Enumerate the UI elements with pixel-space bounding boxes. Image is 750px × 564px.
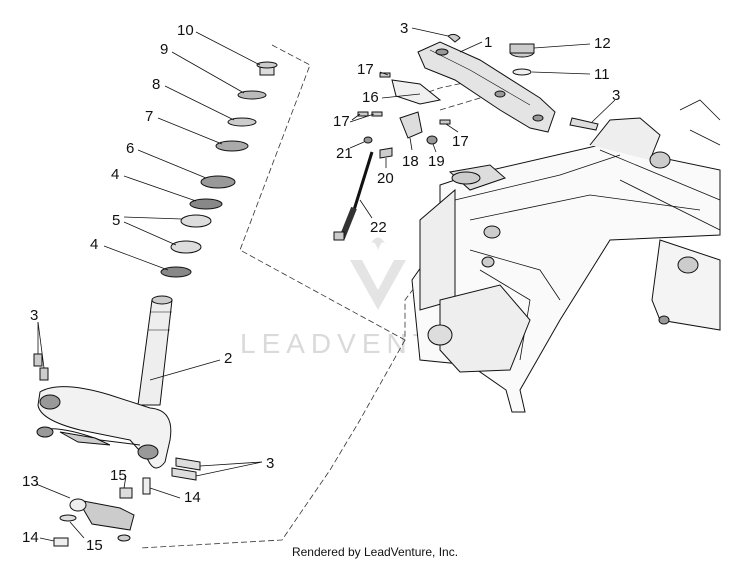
part-1-upper-mount	[417, 41, 556, 133]
part-8-washer	[227, 117, 257, 127]
part-2-steering-stem	[36, 295, 173, 469]
frame-assembly	[333, 33, 721, 413]
part-22-gas-strut	[333, 151, 374, 241]
callout-15-lower: 15	[86, 537, 103, 554]
callout-3-top: 3	[400, 20, 408, 37]
callout-16: 16	[362, 89, 379, 106]
callout-2: 2	[224, 350, 232, 367]
part-17-bolt-c	[371, 111, 383, 117]
callout-3-center: 3	[266, 455, 274, 472]
part-17-bolt-b	[357, 111, 369, 117]
callout-17-left: 17	[333, 113, 350, 130]
part-16-bracket	[391, 79, 442, 105]
callout-21: 21	[336, 145, 353, 162]
callout-13: 13	[22, 473, 39, 490]
part-5-bearing-a	[180, 214, 212, 228]
callout-4-upper: 4	[111, 166, 119, 183]
leader-lines	[35, 27, 616, 542]
callout-7: 7	[145, 108, 153, 125]
callout-6: 6	[126, 140, 134, 157]
callout-3-left: 3	[30, 307, 38, 324]
callout-10: 10	[177, 22, 194, 39]
callout-11: 11	[594, 66, 610, 83]
part-3-bolt-right	[569, 117, 599, 131]
part-5-bearing-b	[170, 240, 202, 254]
credit-footer: Rendered by LeadVenture, Inc.	[291, 545, 459, 559]
part-15-spacer-b	[59, 514, 77, 522]
callout-17-top: 17	[357, 61, 374, 78]
assembly-guide-line	[139, 44, 421, 549]
callout-18: 18	[402, 153, 419, 170]
callout-17-right: 17	[452, 133, 469, 150]
callout-14-left: 14	[22, 529, 39, 546]
part-20-pin	[379, 147, 393, 159]
part-11-washer	[512, 68, 532, 76]
main-frame	[411, 99, 721, 413]
part-12-rubber-mount	[509, 43, 535, 58]
part-10-nut	[256, 61, 278, 76]
part-3-bolts-left	[33, 353, 49, 381]
callout-19: 19	[428, 153, 445, 170]
part-18-bracket	[399, 111, 423, 139]
part-17-bolt-a	[379, 72, 391, 78]
part-14-bolt-a	[142, 477, 151, 495]
callout-labels: 10 9 8 7 6 4 5 4 3 2 3 13 15 14 14 15 3 …	[22, 20, 620, 554]
callout-15-upper: 15	[110, 467, 127, 484]
callout-12: 12	[594, 35, 611, 52]
callout-5: 5	[112, 212, 120, 229]
steering-head-parts	[33, 61, 278, 547]
part-19-nut	[426, 135, 438, 145]
callout-8: 8	[152, 76, 160, 93]
part-3-nut-top	[447, 33, 461, 43]
part-4-bearing-upper	[189, 198, 223, 210]
callout-4-lower: 4	[90, 236, 98, 253]
callout-22: 22	[370, 219, 387, 236]
callout-20: 20	[377, 170, 394, 187]
part-13-damper-mount	[69, 498, 135, 531]
callout-9: 9	[160, 41, 168, 58]
part-7-nut	[215, 140, 249, 152]
part-6-dust-seal	[200, 175, 236, 189]
callout-1: 1	[484, 34, 492, 51]
callout-3-right: 3	[612, 87, 620, 104]
part-21-nut	[363, 136, 373, 144]
part-15-spacer-a	[119, 487, 133, 499]
callout-14-right: 14	[184, 489, 201, 506]
part-3-bolts-center	[171, 457, 201, 481]
part-9-washer	[237, 90, 267, 100]
part-14-bolt-b	[53, 537, 69, 547]
part-17-bolt-d	[439, 119, 451, 125]
part-4-bearing-lower	[160, 266, 192, 278]
